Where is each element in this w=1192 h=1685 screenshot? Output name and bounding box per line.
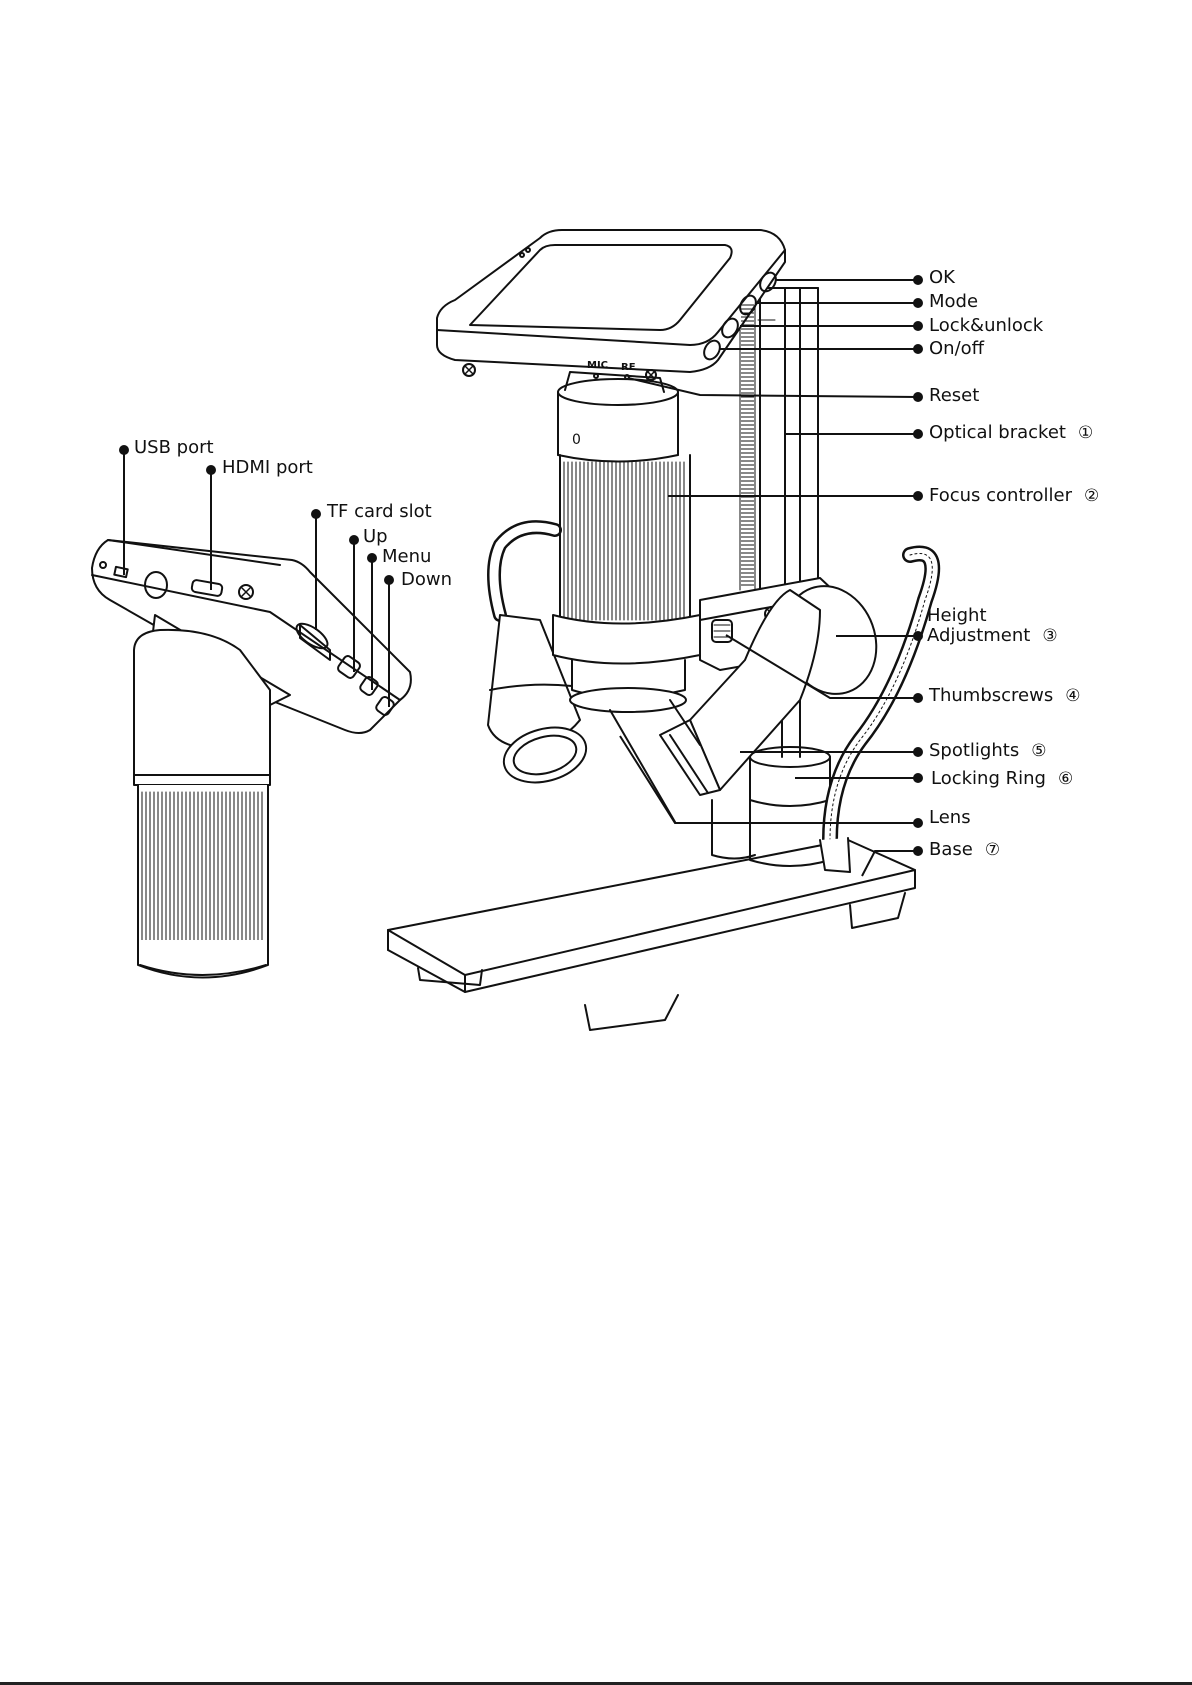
optical-bracket-text: Optical bracket — [929, 422, 1066, 443]
label-down: Down — [401, 570, 452, 590]
label-reset: Reset — [929, 386, 979, 406]
label-menu: Menu — [382, 547, 431, 567]
spotlights-text: Spotlights — [929, 740, 1019, 761]
label-optical-bracket: Optical bracket ① — [929, 423, 1093, 443]
base-text: Base — [929, 839, 973, 860]
label-mode: Mode — [929, 292, 978, 312]
spotlights-number: ⑤ — [1031, 741, 1046, 761]
optical-bracket-number: ① — [1078, 423, 1093, 443]
thumbscrews-text: Thumbscrews — [929, 685, 1053, 706]
reset-mark: RE — [621, 362, 636, 373]
height-adjustment-number: ③ — [1042, 626, 1057, 646]
rack-teeth — [741, 305, 754, 585]
label-height-line1: Height — [927, 606, 987, 626]
label-spotlights: Spotlights ⑤ — [929, 741, 1046, 761]
mic-mark: MIC — [587, 360, 608, 371]
label-up: Up — [363, 527, 388, 547]
label-on-off: On/off — [929, 339, 984, 359]
label-base: Base ⑦ — [929, 840, 1000, 860]
focus-controller-number: ② — [1084, 486, 1099, 506]
height-adjustment-text: Adjustment — [927, 625, 1030, 646]
label-ok: OK — [929, 268, 955, 288]
locking-ring-number: ⑥ — [1058, 769, 1073, 789]
label-tf-card-slot: TF card slot — [327, 502, 432, 522]
label-focus-controller: Focus controller ② — [929, 486, 1099, 506]
label-usb-port: USB port — [134, 438, 214, 458]
label-thumbscrews: Thumbscrews ④ — [929, 686, 1080, 706]
lcd-screen — [437, 230, 785, 392]
label-hdmi-port: HDMI port — [222, 458, 313, 478]
label-lens: Lens — [929, 808, 971, 828]
label-locking-ring: Locking Ring ⑥ — [931, 769, 1073, 789]
label-lock-unlock: Lock&unlock — [929, 316, 1043, 336]
thumbscrews-number: ④ — [1065, 686, 1080, 706]
label-height-adjustment: Adjustment ③ — [927, 626, 1058, 646]
base-number: ⑦ — [985, 840, 1000, 860]
lens-zero-mark: 0 — [572, 430, 581, 450]
focus-controller-text: Focus controller — [929, 485, 1072, 506]
lens-cone — [610, 710, 675, 822]
locking-ring-text: Locking Ring — [931, 768, 1046, 789]
